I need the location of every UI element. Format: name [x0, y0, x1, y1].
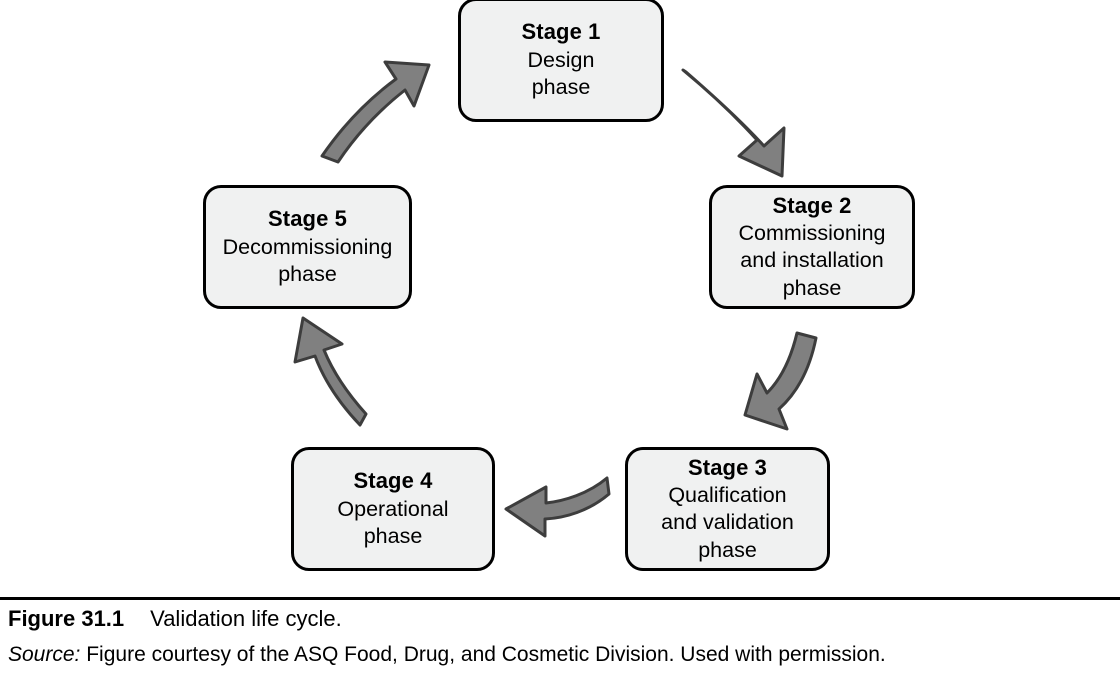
source-label: Source:	[8, 643, 81, 666]
figure-caption: Figure 31.1 Validation life cycle.	[8, 604, 1112, 634]
stage-2-line-2: and installation	[740, 248, 884, 273]
stage-box-4: Stage 4 Operational phase	[291, 447, 495, 571]
arrow-stage1-to-stage2	[681, 68, 786, 178]
cycle-arrows-svg	[293, 60, 818, 538]
stage-1-line-1: Design	[527, 47, 595, 72]
figure-source-line: Source: Figure courtesy of the ASQ Food,…	[8, 640, 1112, 670]
stage-2-line-3: phase	[782, 275, 842, 300]
stage-box-3: Stage 3 Qualification and validation pha…	[625, 447, 830, 571]
arrow-stage4-to-stage5	[293, 316, 368, 427]
arrow-stage5-to-stage1	[320, 60, 431, 164]
stage-1-line-2: phase	[531, 75, 591, 100]
stage-3-title: Stage 3	[688, 454, 767, 480]
stage-3-line-1: Qualification	[668, 482, 787, 507]
arrow-stage3-to-stage4	[504, 476, 611, 538]
stage-4-line-2: phase	[363, 524, 423, 549]
stage-3-line-3: phase	[698, 537, 757, 562]
source-text: Figure courtesy of the ASQ Food, Drug, a…	[86, 643, 886, 666]
stage-4-line-1: Operational	[337, 496, 449, 521]
stage-4-title: Stage 4	[353, 468, 433, 494]
stage-5-title: Stage 5	[268, 206, 347, 232]
stage-2-line-1: Commissioning	[738, 220, 886, 245]
stage-5-line-2: phase	[278, 262, 337, 287]
stage-2-title: Stage 2	[772, 192, 852, 218]
stage-box-2: Stage 2 Commissioning and installation p…	[709, 185, 915, 309]
stage-box-1: Stage 1 Design phase	[458, 0, 664, 122]
figure-diagram-area: Stage 1 Design phase Stage 2 Commissioni…	[203, 0, 915, 571]
arrow-stage2-to-stage3	[743, 331, 818, 431]
figure-caption-text: Validation life cycle.	[150, 606, 342, 631]
caption-divider-rule	[0, 597, 1120, 600]
caption-block: Figure 31.1 Validation life cycle. Source…	[8, 604, 1112, 670]
stage-1-title: Stage 1	[521, 19, 601, 45]
stage-box-5: Stage 5 Decommissioning phase	[203, 185, 412, 309]
stage-5-line-1: Decommissioning	[222, 234, 393, 259]
stage-3-line-2: and validation	[661, 510, 794, 535]
figure-number-label: Figure 31.1	[8, 606, 125, 631]
